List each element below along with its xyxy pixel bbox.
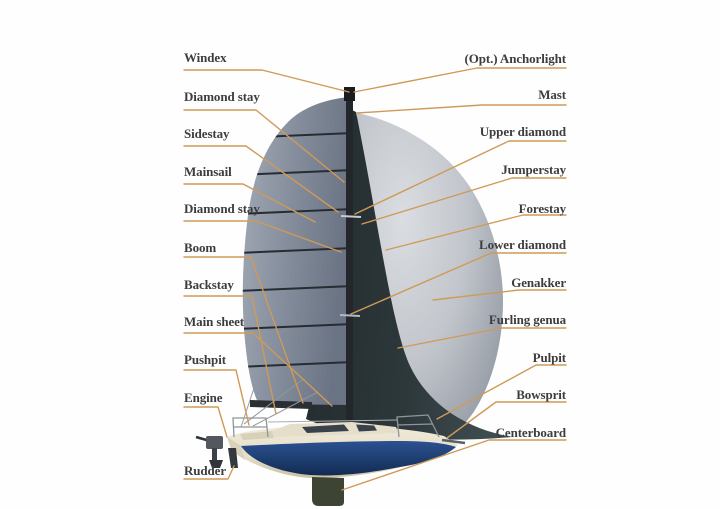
cabin-window-small	[356, 424, 377, 432]
label-diamond-stay-lower: Diamond stay	[184, 201, 260, 216]
leader-boom	[183, 256, 304, 404]
leader-genakker	[432, 289, 567, 301]
leader-lines	[183, 67, 567, 491]
label-mast: Mast	[538, 87, 566, 102]
cabin-window	[302, 424, 349, 433]
leader-engine	[183, 406, 228, 438]
label-diamond-stay-upper: Diamond stay	[184, 89, 260, 104]
leader-centerboard	[341, 439, 567, 491]
label-windex: Windex	[184, 50, 227, 65]
leader-forestay	[385, 214, 567, 251]
label-pushpit: Pushpit	[184, 352, 226, 367]
bowsprit-pole	[441, 438, 466, 445]
leader-jumperstay	[361, 177, 567, 225]
leader-windex	[183, 69, 350, 93]
stern-wire-2	[252, 391, 319, 427]
label-main-sheet: Main sheet	[184, 314, 245, 329]
label-jumperstay: Jumperstay	[501, 162, 566, 177]
label-furling-genua: Furling genua	[488, 312, 566, 327]
label-upper-diamond: Upper diamond	[479, 124, 566, 139]
label-forestay: Forestay	[518, 201, 566, 216]
leader-main-sheet	[183, 332, 333, 407]
label-centerboard: Centerboard	[495, 425, 566, 440]
engine	[195, 435, 223, 468]
label-genakker: Genakker	[511, 275, 566, 290]
leader-lower-diamond	[350, 252, 567, 315]
label-sidestay: Sidestay	[184, 126, 230, 141]
label-boom: Boom	[184, 240, 217, 255]
label-mainsail: Mainsail	[184, 164, 232, 179]
leader-rudder	[183, 465, 235, 480]
lifeline	[267, 419, 398, 423]
lower-spreader	[339, 314, 361, 317]
centerboard	[312, 477, 344, 506]
label-rudder: Rudder	[184, 463, 227, 478]
rudder-blade	[228, 448, 238, 468]
leader-pulpit	[436, 364, 567, 420]
furling-genua-sail	[306, 110, 512, 440]
cockpit	[240, 431, 274, 440]
leader-sidestay	[183, 145, 339, 213]
leader-anchorlight	[353, 67, 567, 93]
label-backstay: Backstay	[184, 277, 234, 292]
label-anchorlight: (Opt.) Anchorlight	[464, 51, 567, 66]
pulpit-rail	[396, 414, 440, 438]
pushpit-rail	[232, 417, 269, 438]
leader-mainsail	[183, 183, 316, 223]
leader-mast	[356, 104, 567, 114]
leader-pushpit	[183, 369, 250, 426]
leader-backstay	[183, 295, 277, 415]
leader-bowsprit	[446, 401, 567, 439]
boom	[250, 400, 312, 409]
leader-upper-diamond	[354, 140, 567, 215]
label-bowsprit: Bowsprit	[516, 387, 566, 402]
mast	[346, 89, 353, 421]
upper-spreader	[340, 215, 362, 218]
label-engine: Engine	[184, 390, 223, 405]
label-lower-diamond: Lower diamond	[479, 237, 566, 252]
masthead	[344, 87, 355, 101]
label-pulpit: Pulpit	[532, 350, 566, 365]
leader-diamond-stay-lower	[183, 220, 342, 253]
leader-furling-genua	[397, 327, 567, 349]
leader-diamond-stay-upper	[183, 109, 345, 183]
hull-bottom-blue	[241, 441, 456, 476]
